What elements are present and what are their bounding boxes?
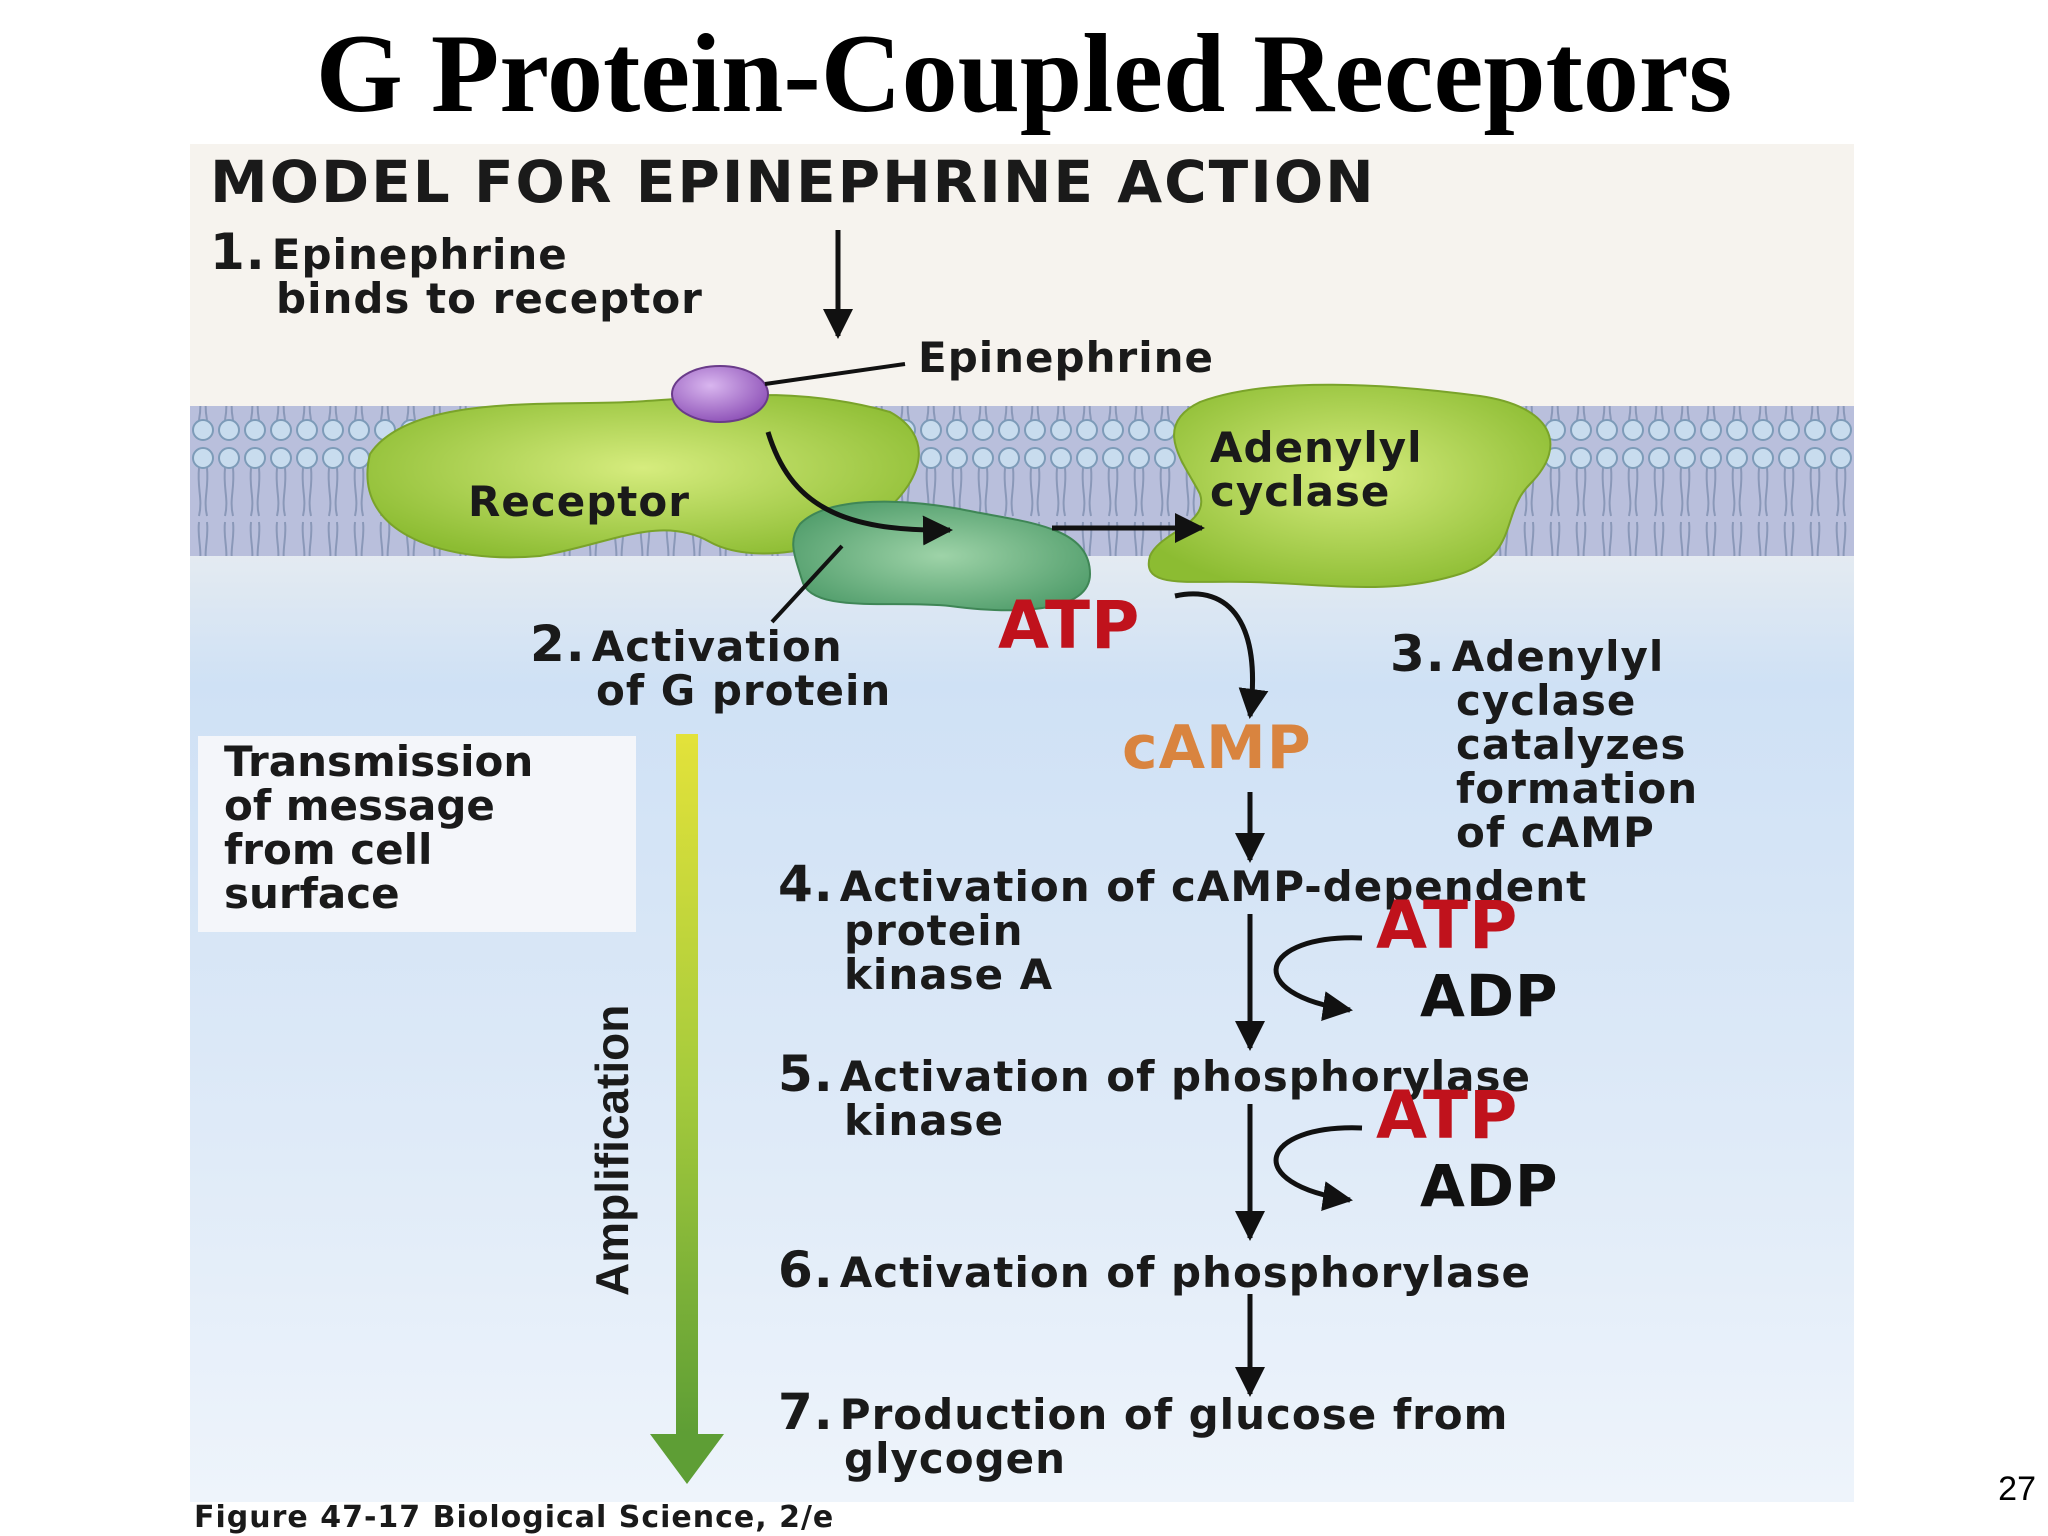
step-3-label: 3.Adenylyl cyclase catalyzes formation o… — [1390, 625, 1699, 857]
amplification-label: Amplification — [586, 1004, 638, 1296]
camp-label: cAMP — [1122, 713, 1312, 783]
transmission-text: Transmission of message from cell surfac… — [224, 737, 534, 918]
amplification-arrow-shaft — [676, 734, 698, 1434]
step-7-label: 7.Production of glucose from glycogen — [778, 1383, 1509, 1483]
amplification-arrow-head — [650, 1434, 724, 1484]
step-6-label: 6.Activation of phosphorylase — [778, 1241, 1531, 1299]
epinephrine-molecule — [671, 365, 769, 423]
epinephrine-figure: MODEL FOR EPINEPHRINE ACTION 1.Epinephri… — [190, 144, 1854, 1502]
step-5-label: 5.Activation of phosphorylase kinase — [778, 1045, 1531, 1145]
transmission-box: Transmission of message from cell surfac… — [198, 736, 636, 932]
receptor-label: Receptor — [468, 477, 690, 526]
figure-caption: Figure 47-17 Biological Science, 2/e — [194, 1500, 835, 1535]
adp-label-2: ADP — [1420, 1152, 1559, 1220]
atp-label-2: ATP — [1376, 887, 1519, 964]
step-4-label: 4.Activation of cAMP-dependent protein k… — [778, 855, 1588, 999]
adp-label-1: ADP — [1420, 962, 1559, 1030]
figure-title: MODEL FOR EPINEPHRINE ACTION — [210, 148, 1376, 216]
atp-label-1: ATP — [998, 587, 1141, 664]
slide-title: G Protein-Coupled Receptors — [315, 12, 1733, 136]
step-2-label: 2.Activation of G protein — [530, 615, 892, 715]
g-protein — [792, 500, 1092, 612]
epinephrine-label: Epinephrine — [918, 333, 1214, 382]
step-1-label: 1.Epinephrine binds to receptor — [210, 223, 703, 323]
atp-label-3: ATP — [1376, 1077, 1519, 1154]
page-number: 27 — [1998, 1470, 2036, 1508]
pathway-illustration — [190, 230, 1854, 1484]
